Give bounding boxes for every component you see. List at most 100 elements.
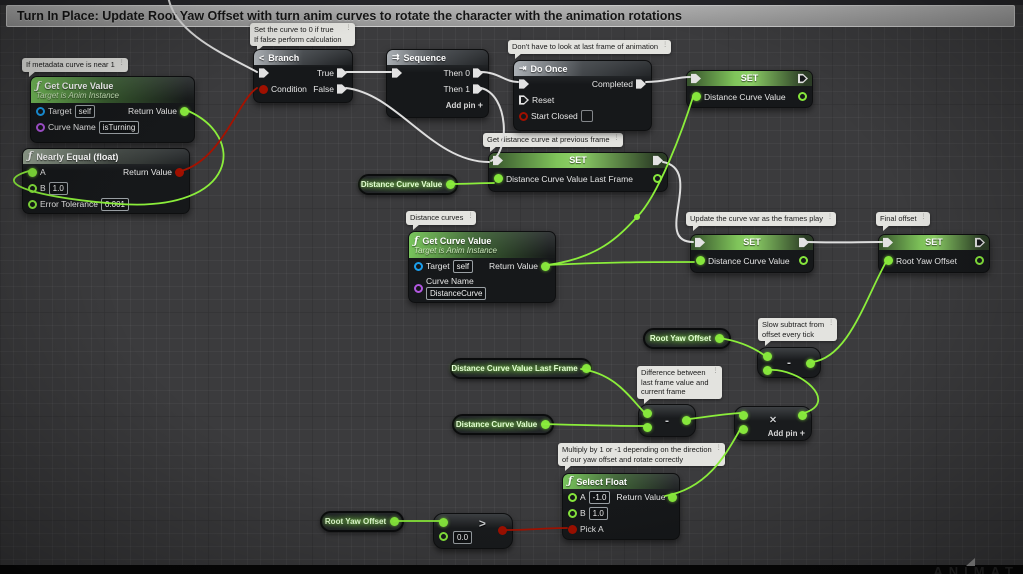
float-out-pin[interactable] <box>653 174 662 183</box>
node-greater[interactable]: 0.0 > <box>433 513 513 549</box>
curve-name-value-box[interactable]: isTurning <box>98 120 140 134</box>
pill-distance-curve-value-top[interactable]: Distance Curve Value <box>358 174 458 195</box>
float-out-pin[interactable] <box>798 92 807 101</box>
float-pin[interactable] <box>568 492 577 502</box>
float-pin[interactable] <box>884 256 893 265</box>
exec-in-pin[interactable] <box>519 79 529 89</box>
float-pin[interactable] <box>28 183 37 193</box>
node-set-distance-curve-value-2[interactable]: SET Distance Curve Value <box>690 234 814 273</box>
object-pin[interactable] <box>36 106 45 116</box>
float-out-pin[interactable] <box>799 256 808 265</box>
float-pin[interactable] <box>739 425 748 434</box>
exec-out-pin[interactable] <box>337 68 347 78</box>
node-set-distance-curve-value-last-frame[interactable]: SET Distance Curve Value Last Frame <box>488 152 668 192</box>
exec-out-pin[interactable] <box>653 155 663 166</box>
exec-in-pin[interactable] <box>259 68 269 78</box>
float-pin[interactable] <box>643 409 652 418</box>
node-get-curve-value-1[interactable]: ƒ Get Curve Value Target is Anim Instanc… <box>30 76 195 143</box>
float-pin[interactable] <box>439 518 448 527</box>
comment-bubble-final-offset[interactable]: Final offset ⋮ <box>876 212 930 230</box>
b-value-box[interactable]: 0.0 <box>453 531 473 544</box>
exec-in-pin[interactable] <box>695 237 705 248</box>
bool-pin[interactable] <box>568 524 577 534</box>
add-pin-button[interactable]: Add pin + <box>446 100 483 110</box>
float-pin[interactable] <box>739 411 748 420</box>
node-select-float[interactable]: ƒ Select Float A -1.0 Return Value B 1.0… <box>562 473 680 540</box>
float-pin[interactable] <box>494 174 503 183</box>
pill-distance-curve-value-bottom[interactable]: Distance Curve Value <box>452 414 554 435</box>
node-nearly-equal[interactable]: ƒ Nearly Equal (float) A Return Value B … <box>22 148 190 214</box>
exec-out-pin[interactable] <box>799 237 809 248</box>
comment-bubble-update-curve[interactable]: Update the curve var as the frames play … <box>686 212 836 230</box>
comment-bubble-multiply[interactable]: Multiply by 1 or -1 depending on the dir… <box>558 443 725 471</box>
float-pin[interactable] <box>692 92 701 101</box>
float-pin[interactable] <box>568 508 577 518</box>
exec-in-pin[interactable] <box>493 155 503 166</box>
float-pin[interactable] <box>763 352 772 361</box>
exec-reset-pin[interactable] <box>519 95 529 105</box>
float-pin[interactable] <box>643 423 652 432</box>
start-closed-checkbox[interactable] <box>580 110 593 122</box>
exec-out-pin[interactable] <box>636 79 646 89</box>
node-do-once[interactable]: ⇥ Do Once Completed Reset Start Closed <box>513 60 652 131</box>
float-pin[interactable] <box>28 199 37 209</box>
float-out-pin[interactable] <box>668 492 678 502</box>
comment-bubble-set-curve[interactable]: Set the curve to 0 if true If false perf… <box>250 23 355 51</box>
pill-root-yaw-offset-mid[interactable]: Root Yaw Offset <box>643 328 731 349</box>
float-pin[interactable] <box>763 366 772 375</box>
bool-pin[interactable] <box>259 84 268 94</box>
bool-pin[interactable] <box>519 111 528 121</box>
name-pin[interactable] <box>36 122 45 132</box>
node-sequence[interactable]: ⇉ Sequence Then 0 Then 1 Add pin + <box>386 49 489 118</box>
float-out-pin[interactable] <box>798 411 807 420</box>
exec-out-pin[interactable] <box>337 84 347 94</box>
comment-title-bar[interactable]: Turn In Place: Update Root Yaw Offset wi… <box>6 5 1015 27</box>
exec-out-pin[interactable] <box>473 68 483 78</box>
bool-out-pin[interactable] <box>498 526 507 535</box>
float-out-pin[interactable] <box>541 261 550 271</box>
b-value-box[interactable]: 1.0 <box>48 181 68 195</box>
node-subtract-difference[interactable]: - <box>638 404 696 437</box>
pill-distance-curve-value-last-frame[interactable]: Distance Curve Value Last Frame <box>450 358 592 379</box>
node-get-curve-value-2[interactable]: ƒ Get Curve Value Target is Anim Instanc… <box>408 231 556 303</box>
float-out-pin[interactable] <box>446 180 456 189</box>
exec-out-pin[interactable] <box>473 84 483 94</box>
float-out-pin[interactable] <box>715 334 725 343</box>
float-pin[interactable] <box>28 167 37 177</box>
comment-bubble-prev-frame[interactable]: Get distance curve at previous frame ⋮ <box>483 133 623 151</box>
node-set-distance-curve-value-1[interactable]: SET Distance Curve Value <box>686 70 813 108</box>
b-value-box[interactable]: 1.0 <box>588 506 608 520</box>
object-pin[interactable] <box>414 261 423 271</box>
float-out-pin[interactable] <box>390 517 400 526</box>
node-branch[interactable]: < Branch True Condition False <box>253 49 353 103</box>
exec-in-pin[interactable] <box>392 68 402 78</box>
target-value-box[interactable]: self <box>74 104 96 118</box>
add-pin-button[interactable]: Add pin + <box>768 428 805 438</box>
exec-in-pin[interactable] <box>691 73 701 84</box>
exec-in-pin[interactable] <box>883 237 893 248</box>
float-out-pin[interactable] <box>806 359 815 368</box>
float-out-pin[interactable] <box>975 256 984 265</box>
comment-bubble-distance-curves[interactable]: Distance curves ⋮ <box>406 211 477 229</box>
comment-bubble-slow-subtract[interactable]: Slow subtract from offset every tick ⋮ <box>758 318 838 346</box>
name-pin[interactable] <box>414 283 423 293</box>
float-out-pin[interactable] <box>180 106 189 116</box>
float-out-pin[interactable] <box>581 364 591 373</box>
float-out-pin[interactable] <box>682 416 691 425</box>
comment-bubble-last-frame[interactable]: Don't have to look at last frame of anim… <box>508 40 672 58</box>
curve-name-value-box[interactable]: DistanceCurve <box>426 287 487 300</box>
float-out-pin[interactable] <box>541 420 551 429</box>
exec-out-pin[interactable] <box>798 73 808 84</box>
float-pin[interactable] <box>439 532 448 541</box>
float-pin[interactable] <box>696 256 705 265</box>
target-value-box[interactable]: self <box>452 259 474 273</box>
comment-bubble-difference[interactable]: Difference between last frame value and … <box>637 366 722 403</box>
bool-out-pin[interactable] <box>175 167 184 177</box>
node-multiply[interactable]: × Add pin + <box>734 406 812 441</box>
exec-out-pin[interactable] <box>975 237 985 248</box>
a-value-box[interactable]: -1.0 <box>588 490 611 504</box>
pill-root-yaw-offset-bottom[interactable]: Root Yaw Offset <box>320 511 404 532</box>
node-subtract-offset[interactable]: - <box>757 347 821 378</box>
node-set-root-yaw-offset[interactable]: SET Root Yaw Offset <box>878 234 990 273</box>
comment-bubble-metadata[interactable]: If metadata curve is near 1 ⋮ <box>22 58 128 76</box>
